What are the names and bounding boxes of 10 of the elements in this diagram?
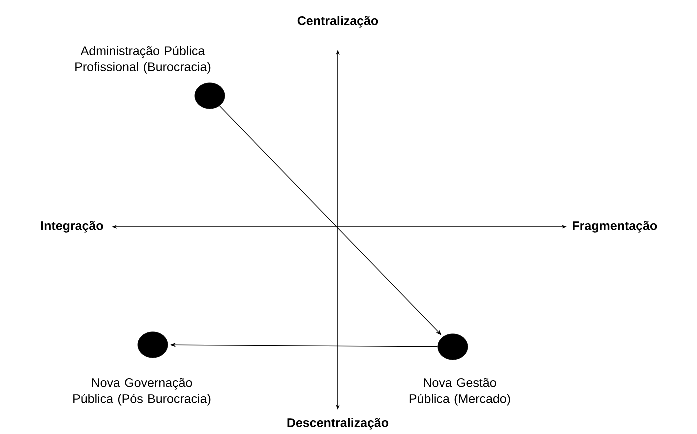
- dot: [138, 332, 168, 358]
- dot: [194, 82, 226, 110]
- dot: [438, 334, 468, 360]
- axis-label: Integração: [41, 221, 104, 233]
- axis-label: Fragmentação: [573, 221, 658, 233]
- dot-label: Nova Gestão Pública (Mercado): [410, 378, 510, 406]
- axis-label: Centralização: [298, 16, 378, 28]
- dot-label: Administração Pública Profissional (Burocracia): [76, 46, 211, 74]
- dot-label: Nova Governação Pública (Pós Burocracia): [74, 378, 211, 406]
- axis-label: Descentralização: [288, 418, 389, 430]
